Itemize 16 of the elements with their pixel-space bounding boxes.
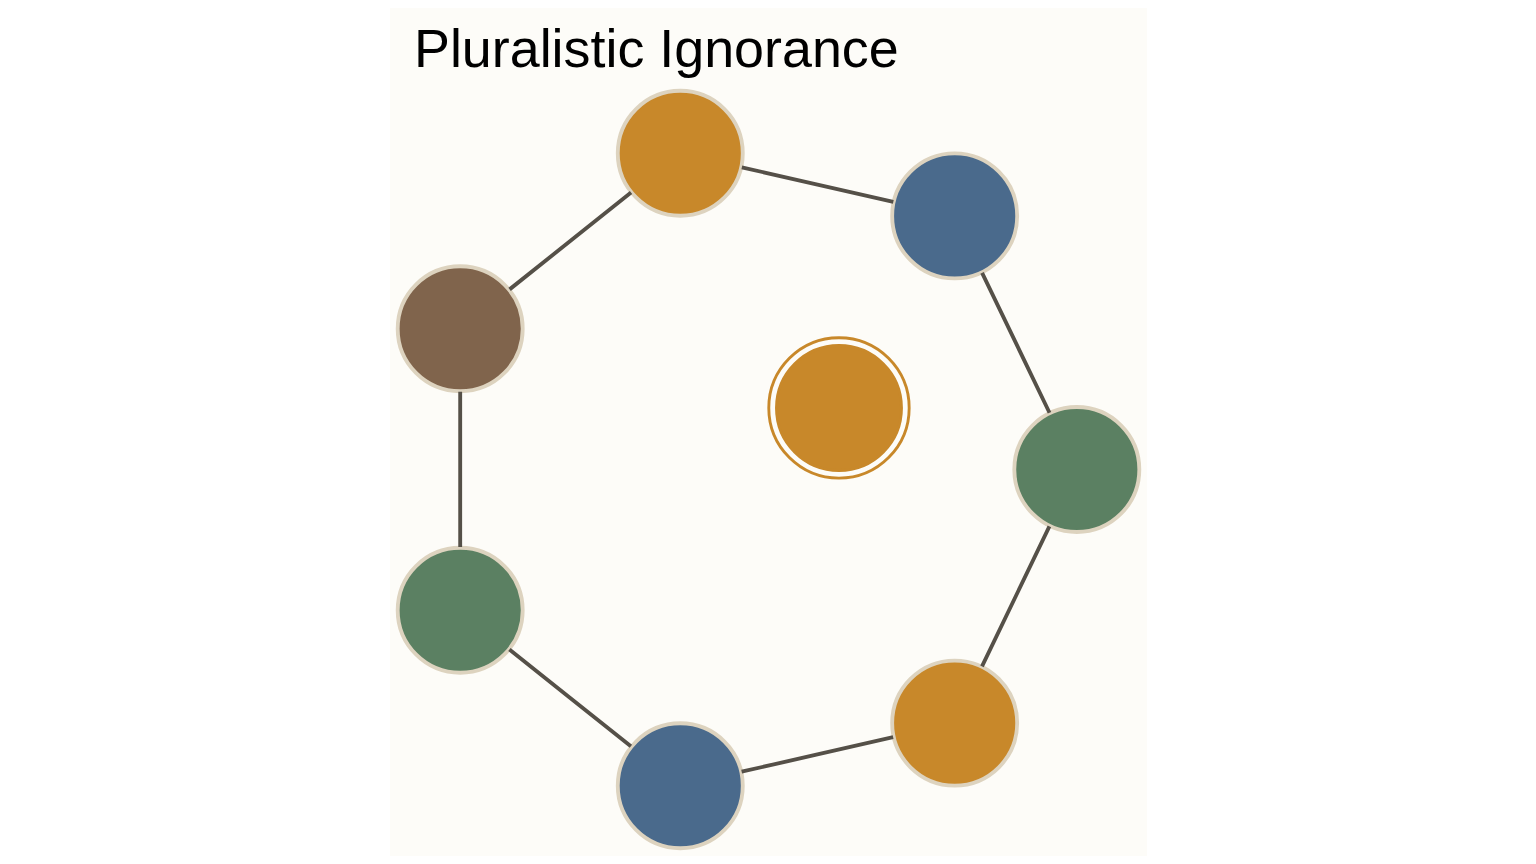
node-circle: [615, 88, 745, 218]
connector: [740, 735, 894, 774]
connector: [507, 191, 632, 291]
node-circle: [615, 721, 745, 851]
diagram-title: Pluralistic Ignorance: [413, 17, 899, 78]
connector: [507, 648, 632, 748]
node-circle: [395, 264, 525, 394]
connector: [979, 272, 1051, 414]
node-circle: [766, 336, 911, 480]
node-circle: [395, 545, 525, 675]
connector: [979, 525, 1051, 668]
node-circle: [1011, 405, 1141, 534]
connector: [457, 391, 462, 548]
connector: [740, 165, 894, 204]
node-circle: [889, 151, 1019, 281]
node-circle: [889, 658, 1019, 788]
